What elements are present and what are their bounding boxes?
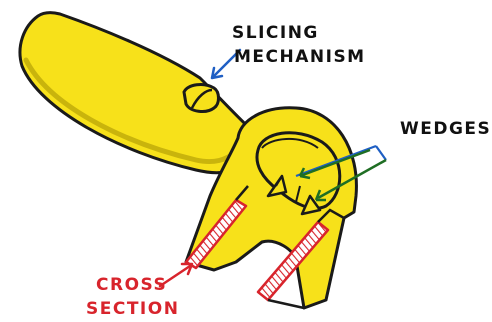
cross-section-label-line1: CROSS [96, 275, 167, 295]
slider-button-icon [184, 85, 219, 112]
handle [20, 13, 262, 173]
slicing-label-line2: MECHANISM [234, 47, 366, 67]
slicing-label-line1: SLICING [232, 23, 319, 43]
cross-section-label-line2: SECTION [86, 299, 179, 319]
wedges-label: WEDGES [400, 119, 491, 139]
